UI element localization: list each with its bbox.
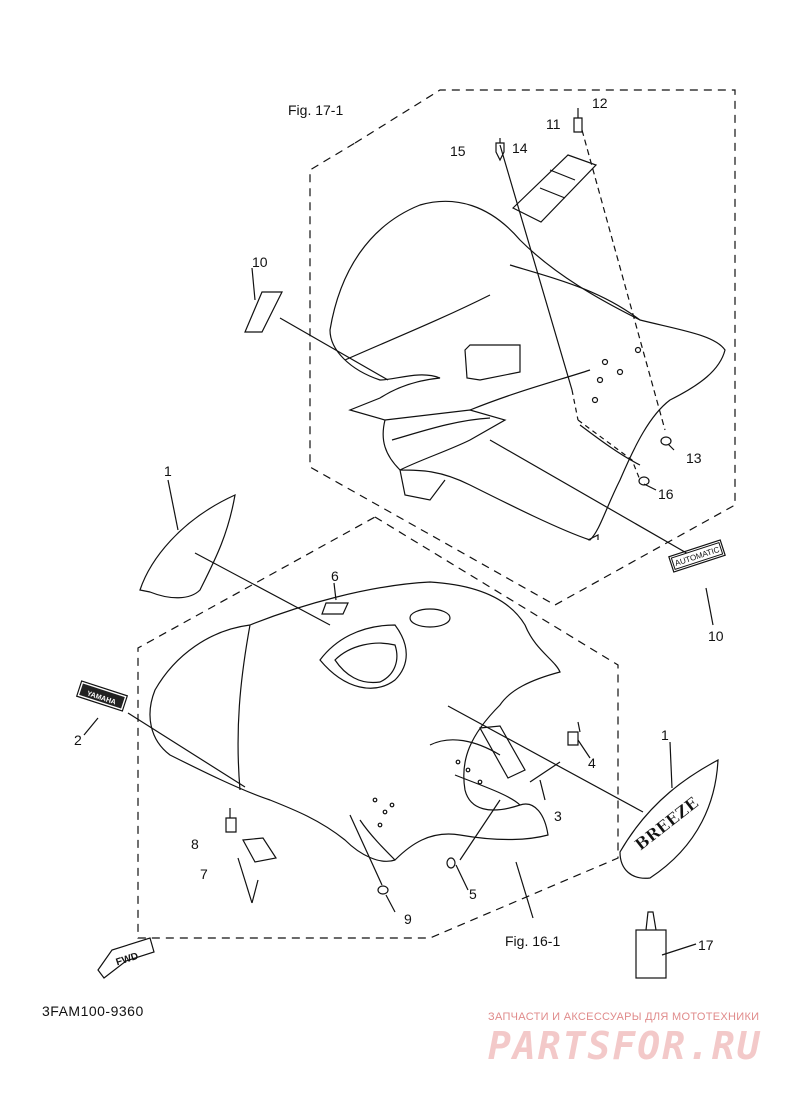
watermark-brand: PARTSFOR.RU bbox=[488, 1024, 762, 1068]
fig-17-1-label: Fig. 17-1 bbox=[288, 102, 344, 118]
callout-2: 2 bbox=[74, 732, 82, 748]
callout-1-right: 1 bbox=[661, 727, 669, 743]
callout-4: 4 bbox=[588, 755, 596, 771]
decal-2-outline bbox=[75, 680, 129, 712]
callout-17: 17 bbox=[698, 937, 714, 953]
grommet-5 bbox=[446, 857, 456, 869]
plate-11-14 bbox=[511, 154, 598, 223]
breeze-decal-text: BREEZE bbox=[631, 793, 702, 854]
callout-10-upper: 10 bbox=[252, 254, 268, 270]
side-decal-1-right bbox=[619, 758, 719, 879]
callout-13: 13 bbox=[686, 450, 702, 466]
plate-3 bbox=[479, 725, 526, 779]
fwd-label: FWD bbox=[115, 951, 140, 969]
bolt-4 bbox=[567, 731, 579, 746]
fig17-boundary bbox=[309, 89, 736, 606]
callout-5: 5 bbox=[469, 886, 477, 902]
rear-fender bbox=[329, 200, 726, 541]
plate-7 bbox=[242, 837, 277, 863]
callout-15: 15 bbox=[450, 143, 466, 159]
side-decal-1-left bbox=[139, 493, 236, 599]
bolt-15 bbox=[495, 142, 505, 162]
callout-1-left: 1 bbox=[164, 463, 172, 479]
callout-7: 7 bbox=[200, 866, 208, 882]
callout-6: 6 bbox=[331, 568, 339, 584]
fig-16-1-label: Fig. 16-1 bbox=[505, 933, 561, 949]
decal-10-outline bbox=[668, 539, 726, 573]
washer-16 bbox=[638, 476, 650, 486]
front-fender bbox=[149, 581, 561, 862]
watermark-subtitle: ЗАПЧАСТИ И АКСЕССУАРЫ ДЛЯ МОТОТЕХНИКИ bbox=[488, 1011, 760, 1023]
bolt-8 bbox=[225, 817, 237, 833]
fwd-arrow bbox=[97, 937, 155, 979]
washer-13 bbox=[660, 436, 672, 446]
washer-9 bbox=[377, 885, 389, 895]
callout-3: 3 bbox=[554, 808, 562, 824]
callout-9: 9 bbox=[404, 911, 412, 927]
decal-10-strip bbox=[244, 291, 283, 333]
callout-14: 14 bbox=[512, 140, 528, 156]
fig16-boundary bbox=[137, 516, 619, 939]
bolt-12 bbox=[573, 117, 583, 133]
callout-10-lower: 10 bbox=[708, 628, 724, 644]
part-code: 3FAM100-9360 bbox=[42, 1003, 144, 1019]
callout-8: 8 bbox=[191, 836, 199, 852]
tag-17 bbox=[635, 929, 667, 979]
callout-16: 16 bbox=[658, 486, 674, 502]
decal-6-strip bbox=[321, 602, 349, 615]
callout-12: 12 bbox=[592, 95, 608, 111]
callout-11: 11 bbox=[546, 116, 561, 132]
